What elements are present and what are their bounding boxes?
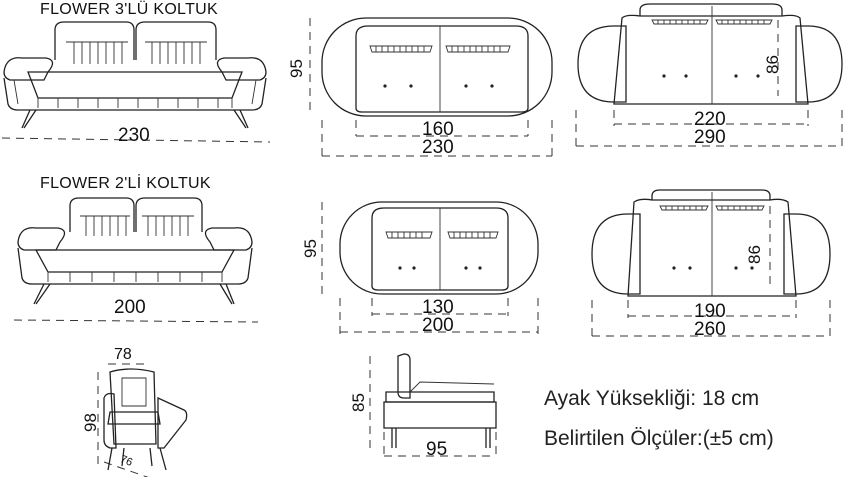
sofa2-title: FLOWER 2'Lİ KOLTUK	[40, 175, 211, 192]
sofa2-side-inner-label: 190	[694, 301, 726, 322]
sofa3-title: FLOWER 3'LÜ KOLTUK	[40, 1, 218, 18]
sofa2-top-inner-label: 130	[422, 297, 454, 318]
sofa2-top-view	[321, 201, 539, 334]
leg-height-note: Ayak Yüksekliği: 18 cm	[544, 387, 760, 410]
sofa3-top-outer-label: 230	[422, 137, 454, 158]
sofa3-side-height-label: 86	[763, 55, 782, 74]
sofa2-width-label: 200	[114, 297, 146, 318]
armchair-width-label: 78	[114, 346, 132, 363]
sofa2-side-outer-label: 260	[694, 319, 726, 340]
sofa3-width-label: 230	[118, 125, 150, 146]
sofa-side-profile	[369, 353, 497, 458]
sofa2-top-height-label: 95	[301, 239, 320, 258]
sofa3-side-outer-label: 290	[694, 127, 726, 148]
sofa2-side-view	[591, 189, 831, 338]
profile-height-label: 85	[349, 393, 368, 412]
sofa3-top-inner-label: 160	[422, 119, 454, 140]
armchair-height-label: 98	[81, 413, 100, 432]
tolerance-note: Belirtilen Ölçüler:(±5 cm)	[544, 427, 774, 450]
sofa3-side-view	[575, 3, 843, 148]
sofa3-top-view	[309, 17, 553, 158]
sofa3-front-view	[1, 21, 271, 143]
sofa3-top-height-label: 95	[287, 59, 306, 78]
sofa2-side-height-label: 86	[745, 245, 764, 264]
sofa2-front-view	[13, 197, 259, 323]
sofa2-top-outer-label: 200	[422, 315, 454, 336]
sofa3-side-inner-label: 220	[694, 109, 726, 130]
profile-depth-label: 95	[426, 439, 448, 460]
armchair-view	[97, 363, 188, 477]
